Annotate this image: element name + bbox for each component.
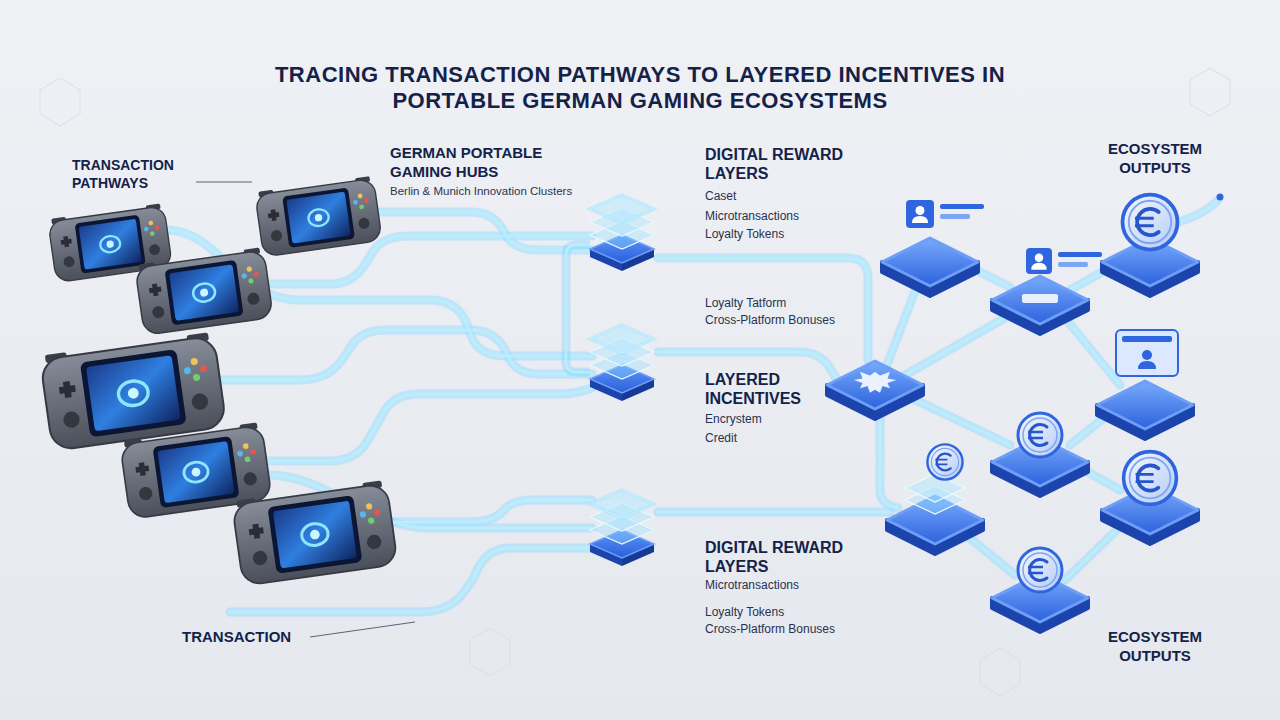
layer-heading: LAYERED INCENTIVES: [705, 370, 870, 408]
layer-item: Credit: [705, 431, 870, 446]
reward-layer-node: DIGITAL REWARD LAYERS MicrotransactionsLo…: [590, 470, 876, 644]
reward-layer-node: DIGITAL REWARD LAYERS CasetMicrotransacti…: [590, 145, 876, 279]
layer-stack: [590, 185, 656, 273]
layer-item: Microtransactions: [705, 578, 870, 593]
svg-path: [590, 490, 654, 518]
svg-use: [1097, 381, 1193, 439]
svg-line: [196, 182, 252, 183]
svg-path: [590, 325, 654, 353]
text-column: Loyalty TatformCross-Platform BonusesLAY…: [705, 296, 870, 446]
connector: [566, 245, 590, 372]
svg-path: [905, 474, 965, 502]
svg-use: [882, 238, 978, 296]
svg-use: [1124, 452, 1177, 505]
layer-item: Loyalty Tokens: [705, 605, 870, 620]
layer-item: Encrystem: [705, 412, 870, 427]
layer-heading: DIGITAL REWARD LAYERS: [705, 538, 870, 576]
svg-use: [912, 206, 928, 223]
svg-path: [590, 490, 654, 518]
layer-item: Loyalty Tatform: [705, 296, 870, 311]
svg-use: [827, 361, 923, 419]
diagram-title: TRACING TRANSACTION PATHWAYS TO LAYERED …: [245, 62, 1035, 115]
svg-path: [590, 195, 654, 223]
svg-rect: [940, 204, 984, 209]
svg-use: [1138, 350, 1156, 369]
svg-g: [854, 372, 897, 393]
svg-use: [1018, 548, 1062, 592]
svg-use: [927, 444, 962, 479]
svg-use: [135, 247, 274, 335]
layer-item: Cross-Platform Bonuses: [705, 313, 870, 328]
svg-use: [992, 276, 1088, 334]
svg-rect: [1058, 262, 1088, 267]
text-column: DIGITAL REWARD LAYERS CasetMicrotransacti…: [705, 145, 870, 242]
svg-use: [39, 332, 226, 451]
section-label: TRANSACTION: [182, 628, 307, 647]
connector-glow: [566, 245, 590, 372]
svg-path: [40, 78, 80, 126]
reward-layer-node: Loyalty TatformCross-Platform BonusesLAY…: [590, 290, 876, 453]
svg-rect: [906, 200, 934, 228]
svg-path: [1190, 68, 1230, 116]
section-label: GERMAN PORTABLE GAMING HUBS: [390, 144, 560, 182]
svg-use: [166, 200, 1218, 612]
svg-g: [905, 474, 965, 514]
svg-rect: [1122, 336, 1172, 342]
svg-use: [1018, 413, 1062, 457]
layer-stack: [590, 480, 656, 568]
svg-use: [255, 176, 383, 257]
svg-rect: [1116, 330, 1178, 376]
connector-line: [566, 245, 590, 372]
layer-stack: [590, 315, 656, 403]
svg-use: [1031, 254, 1046, 270]
svg-path: [590, 195, 654, 223]
layer-heading: DIGITAL REWARD LAYERS: [705, 145, 870, 183]
section-label: ECOSYSTEM OUTPUTS: [1085, 628, 1225, 666]
svg-rect: [940, 214, 970, 219]
svg-path: [470, 628, 510, 676]
text-column: DIGITAL REWARD LAYERS MicrotransactionsLo…: [705, 538, 870, 637]
layer-item: Caset: [705, 189, 870, 204]
layer-item: Microtransactions: [705, 209, 870, 224]
svg-circle: [1217, 194, 1224, 201]
svg-rect: [1022, 294, 1058, 303]
layer-item: Loyalty Tokens: [705, 227, 870, 242]
section-label: TRANSACTION PATHWAYS: [72, 157, 192, 192]
svg-use: [1123, 195, 1178, 250]
section-label: ECOSYSTEM OUTPUTS: [1085, 140, 1225, 178]
svg-line: [310, 622, 415, 637]
layer-item: Cross-Platform Bonuses: [705, 622, 870, 637]
svg-path: [590, 325, 654, 353]
note-label: Berlin & Munich Innovation Clusters: [390, 184, 572, 198]
svg-path: [854, 372, 897, 393]
svg-rect: [1058, 252, 1102, 257]
svg-rect: [1026, 248, 1052, 274]
svg-use: [231, 480, 397, 586]
background-hexes: [40, 68, 1230, 696]
svg-use: [166, 200, 1218, 612]
svg-path: [980, 648, 1020, 696]
